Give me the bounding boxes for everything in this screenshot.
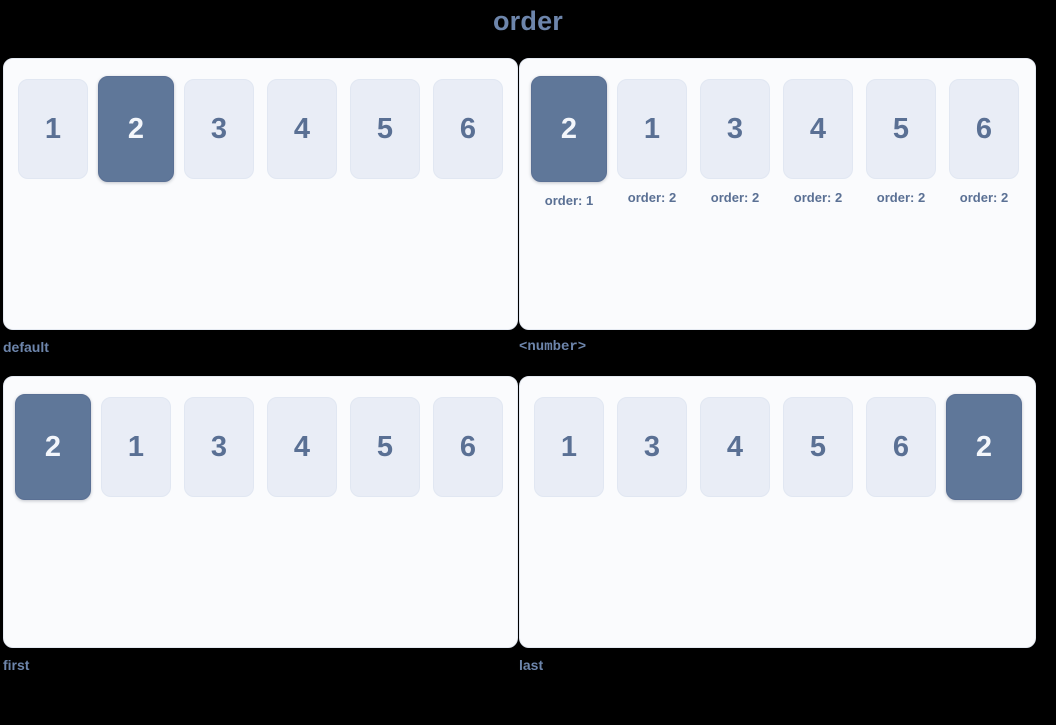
panel-number: 2 order: 1 1 order: 2 3 order: 2 4 order: 2 5 ord…	[519, 58, 1036, 330]
list-item[interactable]: 2	[98, 76, 174, 182]
order-tile[interactable]: 3	[700, 79, 770, 179]
list-item[interactable]: 6	[433, 79, 503, 179]
order-value-label: order: 1	[544, 193, 594, 208]
list-item[interactable]: 1	[18, 79, 88, 179]
order-tile-active[interactable]: 2	[531, 76, 607, 182]
order-tile[interactable]: 6	[866, 397, 936, 497]
item-list-number: 2 order: 1 1 order: 2 3 order: 2 4 order: 2 5 ord…	[531, 76, 1021, 209]
order-value-label: order: 2	[876, 190, 926, 205]
list-item[interactable]: 6 order: 2	[949, 79, 1019, 206]
order-tile[interactable]: 1	[617, 79, 687, 179]
list-item[interactable]: 4	[267, 79, 337, 179]
order-tile[interactable]: 1	[534, 397, 604, 497]
order-tile[interactable]: 1	[101, 397, 171, 497]
list-item[interactable]: 1	[534, 397, 604, 497]
list-item[interactable]: 2	[946, 394, 1022, 500]
list-item[interactable]: 2 order: 1	[531, 76, 607, 209]
page-title: order	[492, 6, 564, 36]
order-tile[interactable]: 1	[18, 79, 88, 179]
panel-caption-first: first	[3, 657, 30, 673]
list-item[interactable]: 5	[783, 397, 853, 497]
list-item[interactable]: 5	[350, 397, 420, 497]
order-tile[interactable]: 4	[783, 79, 853, 179]
list-item[interactable]: 4	[700, 397, 770, 497]
panel-caption-number: <number>	[519, 339, 587, 355]
order-tile-active[interactable]: 2	[946, 394, 1022, 500]
order-value-label: order: 2	[710, 190, 760, 205]
list-item[interactable]: 3 order: 2	[700, 79, 770, 206]
list-item[interactable]: 2	[15, 394, 91, 500]
order-tile[interactable]: 5	[866, 79, 936, 179]
panel-caption-last: last	[519, 657, 544, 673]
list-item[interactable]: 4 order: 2	[783, 79, 853, 206]
panel-caption-default: default	[3, 339, 49, 355]
list-item[interactable]: 3	[184, 397, 254, 497]
order-tile[interactable]: 5	[350, 397, 420, 497]
order-value-label: order: 2	[793, 190, 843, 205]
order-tile[interactable]: 4	[267, 79, 337, 179]
list-item[interactable]: 6	[433, 397, 503, 497]
order-tile[interactable]: 6	[433, 397, 503, 497]
list-item[interactable]: 3	[184, 79, 254, 179]
order-tile[interactable]: 6	[433, 79, 503, 179]
order-tile[interactable]: 5	[783, 397, 853, 497]
order-tile-active[interactable]: 2	[98, 76, 174, 182]
panel-cell-number: 2 order: 1 1 order: 2 3 order: 2 4 order: 2 5 ord…	[519, 58, 1056, 356]
order-tile[interactable]: 4	[700, 397, 770, 497]
order-value-label: order: 2	[627, 190, 677, 205]
order-tile[interactable]: 4	[267, 397, 337, 497]
order-tile[interactable]: 3	[184, 79, 254, 179]
list-item[interactable]: 1	[101, 397, 171, 497]
list-item[interactable]: 5 order: 2	[866, 79, 936, 206]
list-item[interactable]: 5	[350, 79, 420, 179]
order-tile-active[interactable]: 2	[15, 394, 91, 500]
order-value-label: order: 2	[959, 190, 1009, 205]
list-item[interactable]: 1 order: 2	[617, 79, 687, 206]
list-item[interactable]: 3	[617, 397, 687, 497]
order-tile[interactable]: 3	[184, 397, 254, 497]
order-tile[interactable]: 6	[949, 79, 1019, 179]
order-tile[interactable]: 5	[350, 79, 420, 179]
list-item[interactable]: 4	[267, 397, 337, 497]
list-item[interactable]: 6	[866, 397, 936, 497]
order-tile[interactable]: 3	[617, 397, 687, 497]
